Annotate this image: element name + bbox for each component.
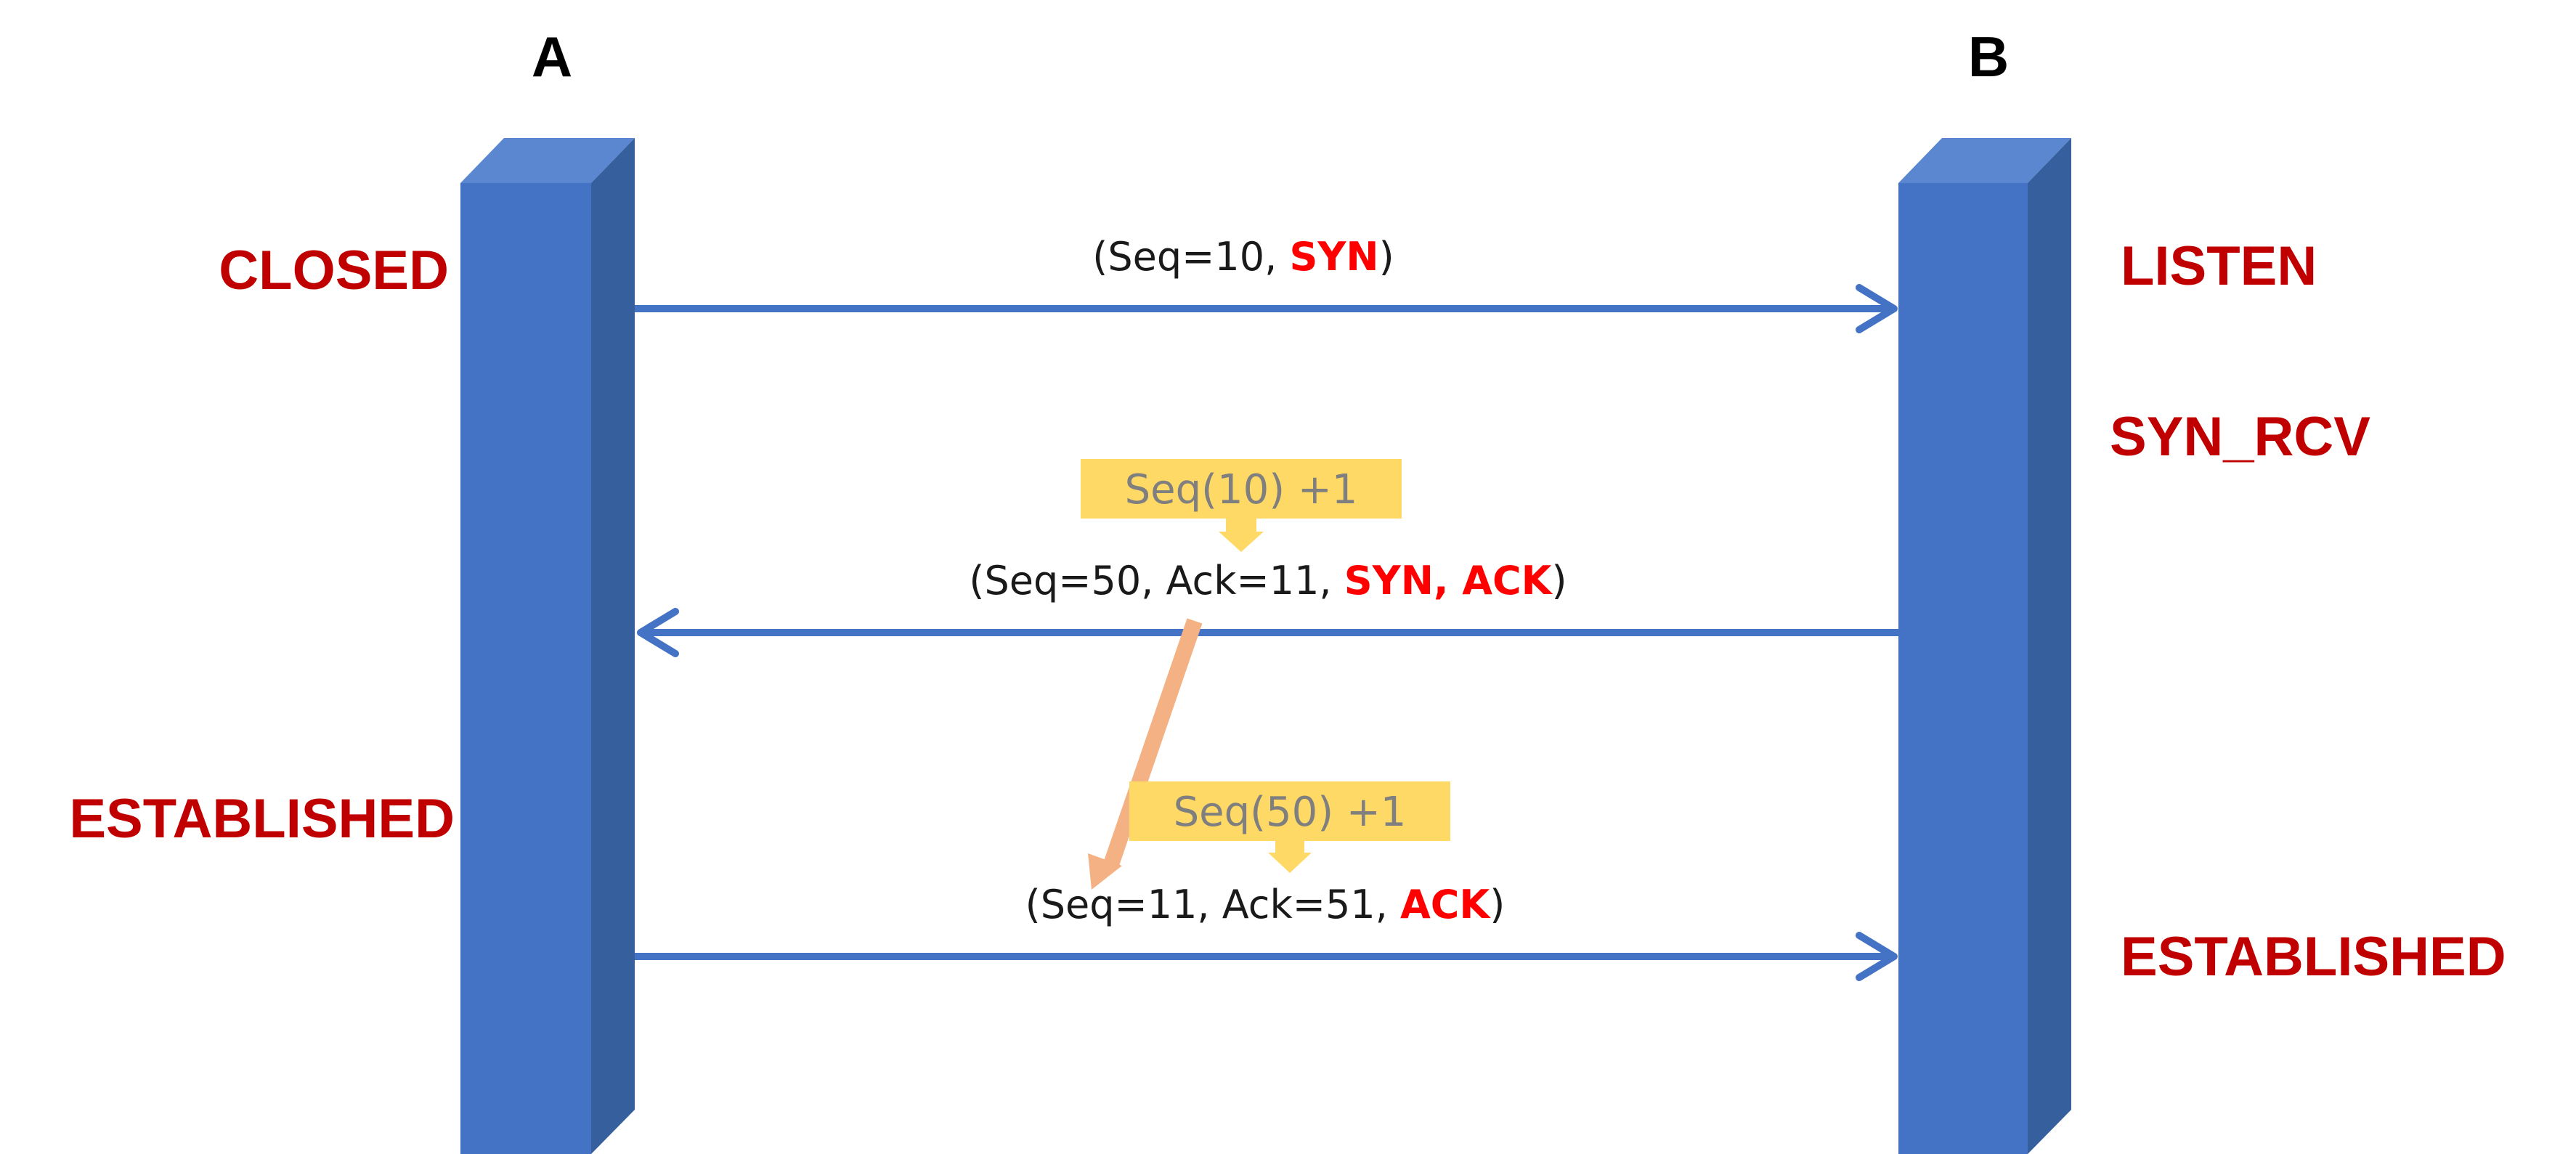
host-a-pillar bbox=[460, 138, 635, 1154]
message-3-arrow-head bbox=[1856, 932, 1898, 981]
note-1-box bbox=[1081, 459, 1402, 519]
message-1-fields: (Seq=10, bbox=[1092, 234, 1289, 280]
note-1-pointer-icon bbox=[1219, 519, 1264, 552]
note-1-text: Seq(10) +1 bbox=[1125, 466, 1358, 513]
seq-trace-arrow-head bbox=[1088, 853, 1122, 890]
host-b-pillar-front bbox=[1898, 183, 2028, 1154]
host-b-label: B bbox=[1968, 25, 2009, 89]
message-2-fields: (Seq=50, Ack=11, bbox=[969, 558, 1344, 604]
seq-trace-arrow bbox=[1088, 618, 1203, 890]
host-a-pillar-front bbox=[460, 183, 591, 1154]
state-b-listen: LISTEN bbox=[2121, 235, 2317, 297]
message-2-flags: SYN, ACK bbox=[1344, 558, 1553, 604]
state-a-established: ESTABLISHED bbox=[69, 788, 455, 850]
message-3-fields: (Seq=11, Ack=51, bbox=[1025, 882, 1400, 927]
seq-trace-arrow-line bbox=[1103, 618, 1203, 867]
note-2-box bbox=[1129, 781, 1450, 841]
host-b-pillar bbox=[1898, 138, 2071, 1154]
message-1-flags: SYN bbox=[1289, 234, 1378, 280]
note-seq-50-plus-1: Seq(50) +1 bbox=[1129, 781, 1450, 873]
message-2-close: ) bbox=[1552, 558, 1567, 604]
note-seq-10-plus-1: Seq(10) +1 bbox=[1081, 459, 1402, 552]
message-2-arrow-head bbox=[637, 608, 679, 657]
message-2-syn-ack: (Seq=50, Ack=11, SYN, ACK) bbox=[637, 558, 1898, 657]
message-1-label: (Seq=10, SYN) bbox=[1092, 234, 1394, 280]
message-2-label: (Seq=50, Ack=11, SYN, ACK) bbox=[969, 558, 1567, 604]
message-1-syn: (Seq=10, SYN) bbox=[635, 234, 1898, 333]
note-2-pointer-icon bbox=[1268, 841, 1312, 873]
host-a-pillar-top bbox=[460, 138, 635, 183]
message-1-close: ) bbox=[1379, 234, 1394, 280]
message-1-arrow-head bbox=[1856, 284, 1898, 333]
state-b-established: ESTABLISHED bbox=[2121, 926, 2506, 988]
host-a-label: A bbox=[532, 25, 572, 89]
note-2-text: Seq(50) +1 bbox=[1174, 789, 1407, 836]
state-b-syn-rcv: SYN_RCV bbox=[2110, 406, 2370, 468]
message-3-ack: (Seq=11, Ack=51, ACK) bbox=[635, 882, 1898, 981]
message-3-flags: ACK bbox=[1400, 882, 1491, 927]
message-3-close: ) bbox=[1490, 882, 1505, 927]
state-a-closed: CLOSED bbox=[219, 240, 449, 301]
host-b-pillar-side bbox=[2028, 138, 2071, 1154]
host-b-pillar-top bbox=[1898, 138, 2071, 183]
message-3-label: (Seq=11, Ack=51, ACK) bbox=[1025, 882, 1506, 927]
host-a-pillar-side bbox=[591, 138, 635, 1154]
